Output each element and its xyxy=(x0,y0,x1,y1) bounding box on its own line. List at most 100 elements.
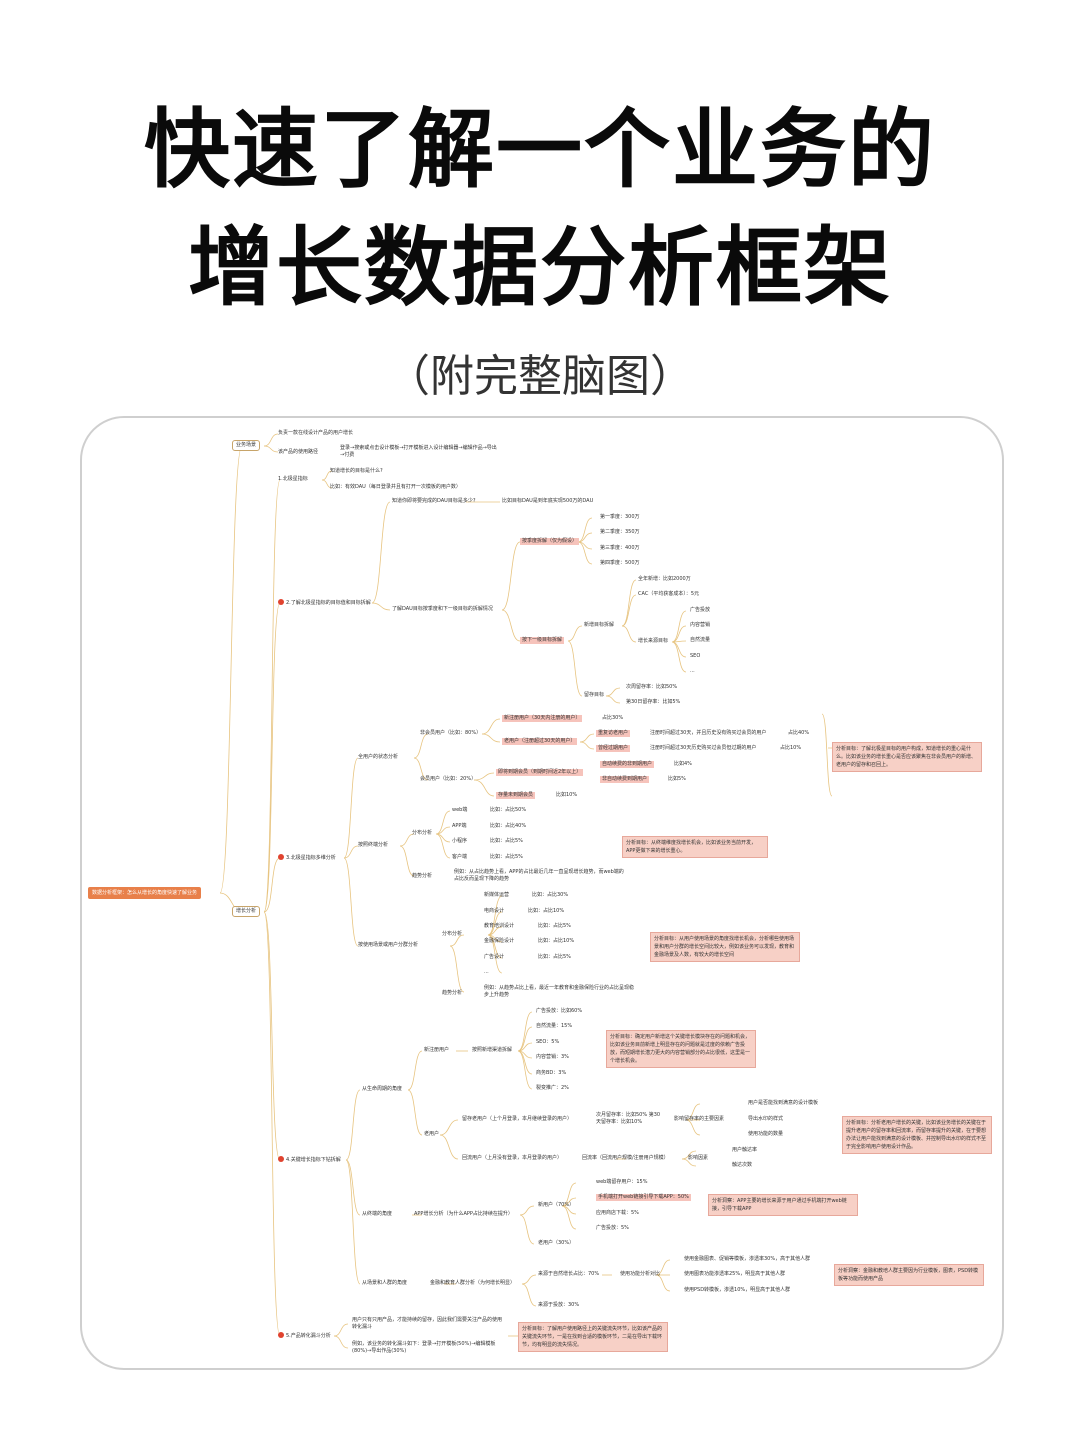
page-title-line2: 增长数据分析框架 xyxy=(188,218,892,318)
mindmap-connectors xyxy=(219,433,833,1349)
node-s2-ch-2: 内容营销 xyxy=(690,622,711,628)
node-s4-fin-func-1: 使用金融图表、促销等模板，渗透率30%，高于其他人群 xyxy=(684,1256,811,1262)
node-s4-old-recall: 回流用户（上月没有登录，本月登录的用户） xyxy=(462,1155,563,1161)
node-s4-app-2: 手机端打开web链接引导下载APP：50% xyxy=(596,1194,691,1201)
insight-s5: 分析目标：了解用户使用路径上的关键流失环节，比如该产品的关键流失环节，一是在找到… xyxy=(518,1322,668,1352)
mindmap-card[interactable]: 数据分析框架：怎么从增长的角度快速了解业务 业务场景 增长分析 负责一款在线设计… xyxy=(80,416,1004,1370)
node-s4-src-6: 裂变推广：2% xyxy=(536,1085,569,1091)
node-s4-old-retain-r: 次月留存率：比如50% 第30天留存率：比如10% xyxy=(596,1112,661,1125)
section-4[interactable]: 4.关键增长指标下钻拆解 xyxy=(278,1156,341,1164)
node-s2-ch-4: SEO xyxy=(690,653,701,659)
node-s2-retain-1: 次周留存率：比如50% xyxy=(626,684,678,690)
node-s3-term-3r: 比如：占比5% xyxy=(490,838,523,844)
section-2[interactable]: 2.了解北极星指标的目标值和目标拆解 xyxy=(278,599,371,607)
node-s2-nu-cac: CAC（平均获客成本）：5元 xyxy=(638,591,699,597)
node-s3-scene-trend: 趋势分析 xyxy=(442,990,463,996)
node-s2-q-3: 第三季度：400万 xyxy=(600,545,640,551)
node-s3-scene-trend-d: 例如：从趋势占比上看，最近一年教育和金融保险行业的占比呈现稳步上升趋势 xyxy=(484,985,635,998)
node-s4-old-recall-f: 影响因素 xyxy=(688,1155,709,1161)
node-s2-q-1: 第一季度：300万 xyxy=(600,514,640,520)
section-3[interactable]: 3.北极星指标多维分析 xyxy=(278,854,336,862)
node-s2-next: 按下一级目标拆解 xyxy=(520,637,565,644)
node-s2-ch-5: ... xyxy=(690,668,695,674)
node-s2-nu-total: 全年新增：比如2000万 xyxy=(638,576,691,582)
mindmap-root[interactable]: 数据分析框架：怎么从增长的角度快速了解业务 xyxy=(88,887,202,899)
node-s4-finance: 金融和教育人群分析（为何增长明显） xyxy=(430,1280,516,1286)
insight-s3-status: 分析目标：了解北极星目标的用户构成，知道增长的重心是什么。比如该业务的增长重心是… xyxy=(832,742,982,772)
node-s3-revisit-r: 占比40% xyxy=(788,730,810,736)
node-s3-terminal: 按照终端分析 xyxy=(358,842,389,848)
node-s4-src-2: 自然流量：15% xyxy=(536,1023,573,1029)
node-s5-a: 用户只有只用产品，才能持续的留存，因此我们需要关注产品的使用转化漏斗 xyxy=(352,1317,503,1330)
node-s4-old-retain: 留存老用户（上个月登录，本月继续登录的用户） xyxy=(462,1116,573,1122)
node-overview-a: 负责一款在线设计产品的用户增长 xyxy=(278,430,354,436)
node-s4-old-recall-f1: 用户触达率 xyxy=(732,1147,758,1153)
node-s1-eg: 比如：有效DAU（每日登录并且有打开一次模板的用户数） xyxy=(330,484,461,490)
insight-s3-terminal: 分析目标：从终端维度找增长机会，比如该业务当前开发，APP更做下来的增长重心。 xyxy=(622,836,768,858)
node-s3-scene-2: 电商设计 xyxy=(484,908,505,914)
node-s4-new-src: 按照新增渠道拆解 xyxy=(472,1047,513,1053)
node-s3-revisit-d: 注册时间超过30天，并且历史没有购买过会员的用户 xyxy=(650,730,767,736)
node-s4-new: 新注册用户 xyxy=(424,1047,450,1053)
node-growth[interactable]: 增长分析 xyxy=(232,906,261,917)
node-s3-member: 会员用户（比如：20%） xyxy=(420,776,477,782)
node-s3-term-4r: 比如：占比5% xyxy=(490,854,523,860)
node-s4-app: APP增长分析（为什么APP占比持续在提升） xyxy=(414,1211,513,1217)
node-s3-term-3: 小程序 xyxy=(452,838,468,844)
node-s2-retain: 留存目标 xyxy=(584,692,605,698)
node-s4-old: 老用户 xyxy=(424,1131,440,1137)
page-title-line1: 快速了解一个业务的 xyxy=(144,100,936,200)
node-s3-scene-1: 新媒体运营 xyxy=(484,892,510,898)
node-s3-mem-pay: 即将到期会员（到期时间近2年以上） xyxy=(496,769,584,776)
node-s3-scene: 按使用场景或用户分群分析 xyxy=(358,942,419,948)
insight-s4-new: 分析目标：确定用户新增这个关键增长模块存在的问题和机会，比如该业务目前新增上明显… xyxy=(606,1030,756,1068)
node-s3-term-1r: 比如：占比50% xyxy=(490,807,527,813)
node-s2-newuser: 新增目标拆解 xyxy=(584,622,615,628)
node-s4-app-4: 广告投放：5% xyxy=(596,1225,629,1231)
node-s3-scene-3r: 比如：占比5% xyxy=(538,923,571,929)
node-s4-src-4: 内容营销：3% xyxy=(536,1054,569,1060)
node-s4-old-factor-2: 导出水印的样式 xyxy=(748,1116,784,1122)
node-s3-scene-2r: 比如：占比10% xyxy=(528,908,565,914)
node-s3-nonrenew-r: 比如5% xyxy=(668,776,686,782)
node-s2-q-4: 第四季度：500万 xyxy=(600,560,640,566)
node-s2-q1: 知道你即将要完成的DAU目标是多少? xyxy=(392,498,476,504)
node-s3-scene-4: 金融保险设计 xyxy=(484,938,515,944)
node-s4-old-recall-f2: 触达次数 xyxy=(732,1162,753,1168)
node-s2-quarter: 按季度拆解（仅为假设） xyxy=(520,538,580,545)
node-s3-lapsed-d: 注册时间超过30天历史购买过会员但过期的用户 xyxy=(650,745,757,751)
node-s2-q-2: 第二季度：350万 xyxy=(600,529,640,535)
node-s3-scene-5r: 比如：占比5% xyxy=(538,954,571,960)
node-s4-app-3: 应用商店下载：5% xyxy=(596,1210,639,1216)
node-s3-scene-3: 教育培训设计 xyxy=(484,923,515,929)
node-overview[interactable]: 业务场景 xyxy=(232,440,261,451)
node-s4-src-1: 广告投放：比如60% xyxy=(536,1008,583,1014)
node-s4-app-1: web端留存用户：15% xyxy=(596,1179,648,1185)
node-s2-q2: 了解DAU目标按季度和下一级目标的拆解情况 xyxy=(392,606,493,612)
node-s4-terminal: 从终端的角度 xyxy=(362,1211,393,1217)
node-s3-status: 全用户的状态分析 xyxy=(358,754,399,760)
node-s3-new-user-r: 占比30% xyxy=(602,715,624,721)
node-s4-lifecycle: 从生命周期的角度 xyxy=(362,1086,403,1092)
node-s3-mem-new-r: 比如10% xyxy=(556,792,578,798)
node-s3-trend-d: 例如：从占比趋势上看，APP的占比最近几年一直呈现增长趋势，而web端的占比反而… xyxy=(454,869,624,882)
node-s2-nu-src: 增长来源目标 xyxy=(638,638,669,644)
insight-s4-app: 分析洞察：APP主要的增长来源于用户通过手机端打开web链接，引导下载APP xyxy=(708,1194,858,1216)
node-s3-renew-r: 比如4% xyxy=(674,761,692,767)
node-s3-scene-dist: 分布分析 xyxy=(442,931,463,937)
node-s4-src-3: SEO：5% xyxy=(536,1039,560,1045)
insight-s4-old: 分析目标：分析老用户增长的关键，比如该业务增长的关键在于提升老用户的留存率和回流… xyxy=(842,1116,992,1154)
node-s3-lapsed: 曾经过期用户 xyxy=(596,745,631,752)
section-5[interactable]: 5.产品转化漏斗分析 xyxy=(278,1332,331,1340)
node-s3-term-4: 客户端 xyxy=(452,854,468,860)
node-s4-group: 从场景和人群的角度 xyxy=(362,1280,408,1286)
section-1[interactable]: 1.北极星指标 xyxy=(278,476,308,482)
node-s2-ch-1: 广告投放 xyxy=(690,607,711,613)
node-s5-b: 例如，该业务的转化漏斗如下：登录→打开模板(50%)→编辑模板(80%)→导出作… xyxy=(352,1341,496,1354)
node-s4-old-factor: 影响留存率的主要因素 xyxy=(674,1116,725,1122)
node-s2-ch-3: 自然流量 xyxy=(690,637,711,643)
page-subtitle: （附完整脑图） xyxy=(386,351,694,402)
node-s3-scene-6: ... xyxy=(484,969,489,975)
node-s4-old-recall-r: 回流率（回流用户规模/注册用户规模） xyxy=(582,1155,669,1161)
node-s3-mem-new: 存量未到期会员 xyxy=(496,792,536,799)
